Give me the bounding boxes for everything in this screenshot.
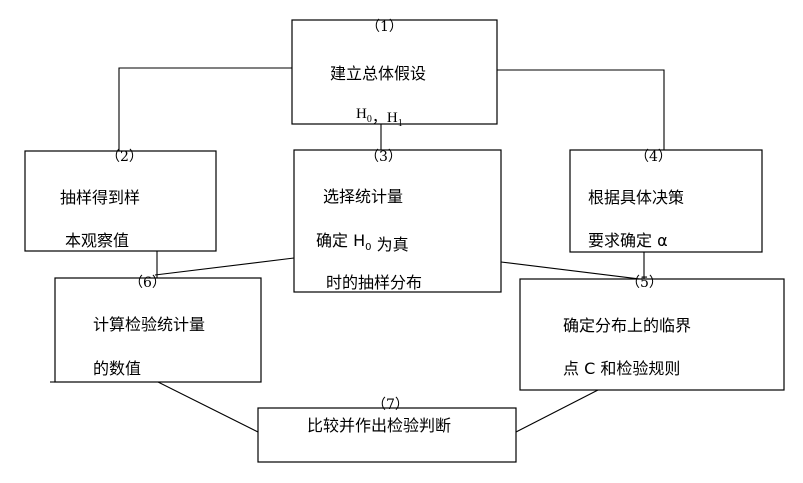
node-3: （3） 选择统计量 确定 H0 为真 时的抽样分布 <box>293 149 502 293</box>
node-2-label: （2） <box>106 149 143 165</box>
node-1-label: （1） <box>366 19 403 35</box>
node-7-label: （7） <box>372 397 409 413</box>
node-6-text-line1: 计算检验统计量 <box>93 315 205 334</box>
node-2-text-line1: 抽样得到样 <box>60 188 140 207</box>
node-6: （6） 计算检验统计量 的数值 <box>50 275 262 383</box>
node-2-text-line2: 本观察值 <box>65 231 129 250</box>
node-5-text-line1: 确定分布上的临界 <box>563 316 691 335</box>
connector-5-7 <box>515 389 599 433</box>
connector-3-5 <box>500 261 641 280</box>
node-3-text-line3: 时的抽样分布 <box>326 273 422 292</box>
node-4: （4） 根据具体决策 要求确定 α <box>569 149 763 253</box>
connector-1-4 <box>497 69 665 150</box>
node-5-label: （5） <box>626 275 663 291</box>
node-1-text-line1: 建立总体假设 <box>330 64 426 83</box>
node-3-text-line1: 选择统计量 <box>323 187 403 206</box>
connector-6-7 <box>149 377 259 433</box>
connector-3-6 <box>154 257 295 276</box>
node-3-label: （3） <box>365 149 402 165</box>
connector-1-2 <box>118 67 292 151</box>
node-6-label: （6） <box>129 275 166 291</box>
node-1-text-line2: H0，H1 <box>356 106 403 129</box>
node-4-text-line1: 根据具体决策 <box>588 188 684 207</box>
node-6-text-line2: 的数值 <box>93 359 141 378</box>
node-2: （2） 抽样得到样 本观察值 <box>24 149 217 252</box>
connectors <box>118 67 665 433</box>
node-4-text-line2: 要求确定 α <box>588 231 668 250</box>
node-7: （7） 比较并作出检验判断 <box>257 397 517 463</box>
node-1: （1） 建立总体假设 H0，H1 <box>291 19 498 129</box>
node-5-text-line2: 点 C 和检验规则 <box>563 359 680 378</box>
node-7-text-line1: 比较并作出检验判断 <box>307 416 451 435</box>
node-5: （5） 确定分布上的临界 点 C 和检验规则 <box>519 275 785 391</box>
node-4-label: （4） <box>635 149 672 165</box>
node-3-text-line2: 确定 H0 为真 <box>316 231 409 254</box>
